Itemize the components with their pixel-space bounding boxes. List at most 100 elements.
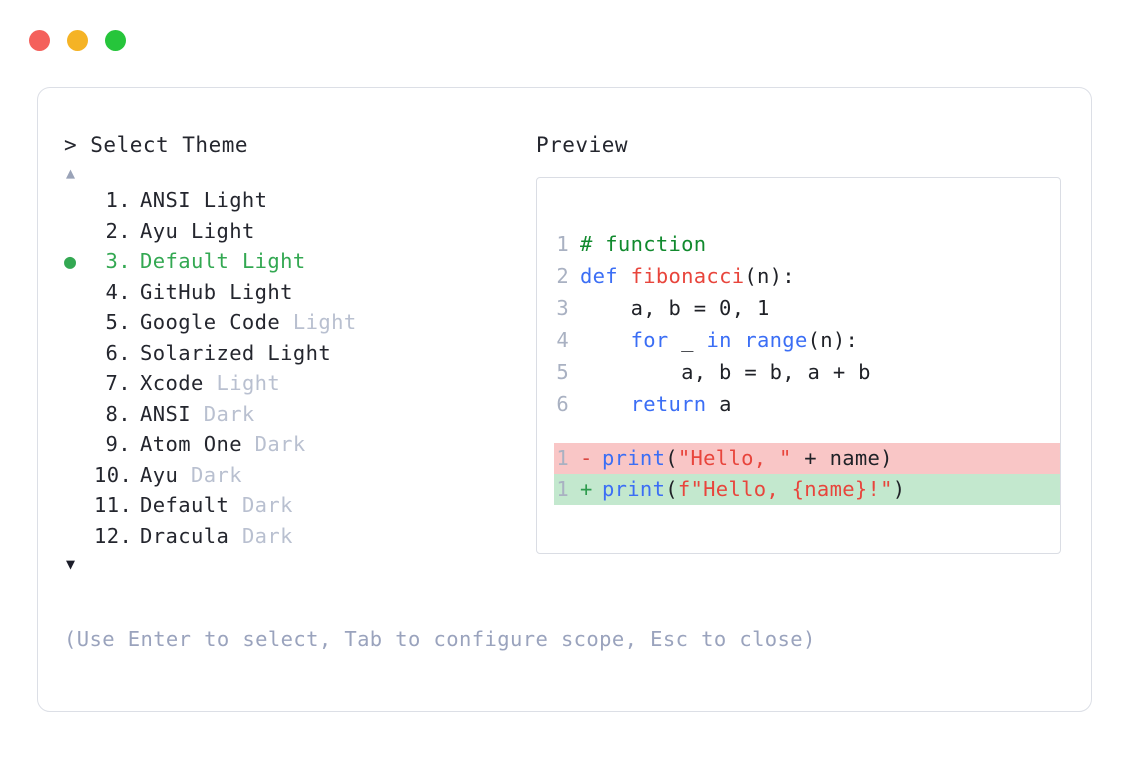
code-token-keyword: in range: [706, 328, 808, 352]
diff-line-number: 1: [556, 477, 569, 501]
theme-item-index: 3.: [105, 249, 131, 273]
theme-item-index: 7.: [105, 371, 131, 395]
select-theme-prompt: > Select Theme: [64, 133, 249, 157]
code-line: 3 a, b = 0, 1: [554, 292, 1060, 324]
code-line-text: for _ in range(n):: [580, 324, 858, 356]
theme-list-item[interactable]: 2.Ayu Light: [64, 216, 534, 247]
theme-item-variant: Dark: [229, 523, 293, 548]
code-token-func: fibonacci: [630, 264, 745, 288]
code-token-plain: _: [668, 328, 707, 352]
theme-item-index: 4.: [105, 279, 131, 304]
theme-item-index: 6.: [105, 340, 131, 365]
theme-list-item[interactable]: 11.Default Dark: [64, 490, 534, 521]
theme-list-item[interactable]: ● 3. Default Light: [64, 246, 534, 277]
selected-bullet-icon: ●: [64, 249, 77, 273]
theme-picker-card: > Select Theme ▲ 1.ANSI Light 2.Ayu Ligh…: [37, 87, 1092, 712]
code-line-text: # function: [580, 228, 706, 260]
selected-bullet-icon: [64, 429, 94, 460]
code-token-keyword: print: [602, 446, 666, 470]
code-token-keyword: for: [630, 328, 669, 352]
scroll-down-icon[interactable]: ▼: [66, 555, 76, 573]
selected-bullet-icon: [64, 338, 94, 369]
code-token-plain: (n):: [807, 328, 859, 352]
theme-item-variant: Dark: [190, 401, 255, 426]
code-line-number: 1: [556, 232, 569, 256]
code-line: 6 return a: [554, 388, 1060, 420]
theme-item-variant: Dark: [229, 493, 293, 517]
code-token-plain: [580, 328, 631, 352]
code-token-plain: [580, 392, 631, 416]
theme-select-pane: > Select Theme ▲ 1.ANSI Light 2.Ayu Ligh…: [64, 132, 534, 574]
theme-list-item[interactable]: 12.Dracula Dark: [64, 521, 534, 552]
code-token-plain: (: [665, 446, 678, 470]
code-line-text: a, b = b, a + b: [580, 356, 871, 388]
diff-marker-icon: -: [580, 446, 593, 470]
code-token-plain: (: [665, 477, 678, 501]
theme-list-item[interactable]: 9. Atom One Dark: [64, 429, 534, 460]
code-token-comment: # function: [580, 232, 707, 256]
theme-item-index: 2.: [105, 218, 131, 243]
code-token-plain: ): [892, 477, 906, 501]
code-token-string: f"Hello, {name}!": [677, 477, 893, 501]
code-line-number: 2: [556, 264, 569, 288]
theme-item-name: ANSI: [140, 188, 191, 212]
theme-item-variant: Dark: [241, 432, 306, 456]
theme-list-item[interactable]: 8.ANSI Dark: [64, 399, 534, 430]
theme-list-item[interactable]: 1. ANSI Light: [64, 185, 534, 216]
theme-item-name: Default: [140, 249, 230, 273]
theme-list-item[interactable]: 6. Solarized Light: [64, 338, 534, 369]
code-token-keyword: print: [602, 477, 666, 501]
theme-item-variant: Light: [280, 310, 357, 334]
theme-list-item[interactable]: 7.Xcode Light: [64, 368, 534, 399]
theme-item-variant: Light: [254, 340, 332, 365]
selected-bullet-icon: [64, 185, 94, 216]
selected-bullet-icon: [64, 216, 94, 247]
theme-item-name: Solarized: [140, 340, 255, 365]
code-token-plain: a, b = b, a + b: [580, 360, 871, 384]
selected-bullet-icon: [64, 399, 94, 430]
theme-list-item[interactable]: 10. Ayu Dark: [64, 460, 534, 491]
diff-line-add: 1+print(f"Hello, {name}!"): [554, 474, 1060, 505]
theme-item-index: 11.: [94, 493, 133, 517]
code-token-keyword: return: [630, 392, 707, 416]
theme-item-variant: Light: [229, 249, 306, 273]
theme-item-index: 8.: [105, 401, 131, 426]
keyboard-hint: (Use Enter to select, Tab to configure s…: [64, 627, 816, 651]
theme-item-index: 12.: [94, 523, 133, 548]
code-token-plain: a, b = 0, 1: [580, 296, 770, 320]
diff-block: 1-print("Hello, " + name)1+print(f"Hello…: [554, 443, 1060, 505]
code-token-plain: (n):: [744, 264, 795, 288]
diff-line-text: print(f"Hello, {name}!"): [602, 474, 905, 505]
diff-line-number: 1: [556, 446, 569, 470]
selected-bullet-icon: [64, 521, 94, 552]
diff-line-text: print("Hello, " + name): [602, 443, 893, 474]
theme-item-name: Atom One: [140, 432, 242, 456]
theme-item-index: 1.: [105, 188, 131, 212]
code-token-string: "Hello, ": [677, 446, 792, 470]
preview-title: Preview: [536, 133, 629, 157]
theme-item-variant: Light: [190, 188, 268, 212]
selected-bullet-icon: [64, 490, 94, 521]
theme-item-variant: Dark: [178, 462, 242, 487]
theme-item-variant: Light: [216, 279, 293, 304]
theme-list-item[interactable]: 5.Google Code Light: [64, 307, 534, 338]
theme-item-index: 5.: [105, 310, 131, 334]
close-window-button[interactable]: [29, 30, 50, 51]
theme-item-name: Ayu: [140, 462, 179, 487]
theme-item-variant: Light: [178, 218, 255, 243]
maximize-window-button[interactable]: [105, 30, 126, 51]
code-line: 5 a, b = b, a + b: [554, 356, 1060, 388]
minimize-window-button[interactable]: [67, 30, 88, 51]
scroll-up-icon[interactable]: ▲: [66, 164, 76, 182]
code-line: 4 for _ in range(n):: [554, 324, 1060, 356]
code-line-text: return a: [580, 388, 732, 420]
theme-item-index: 9.: [105, 432, 131, 456]
theme-item-index: 10.: [94, 462, 133, 487]
selected-bullet-icon: [64, 277, 94, 308]
theme-list-item[interactable]: 4.GitHub Light: [64, 277, 534, 308]
diff-line-del: 1-print("Hello, " + name): [554, 443, 1060, 474]
